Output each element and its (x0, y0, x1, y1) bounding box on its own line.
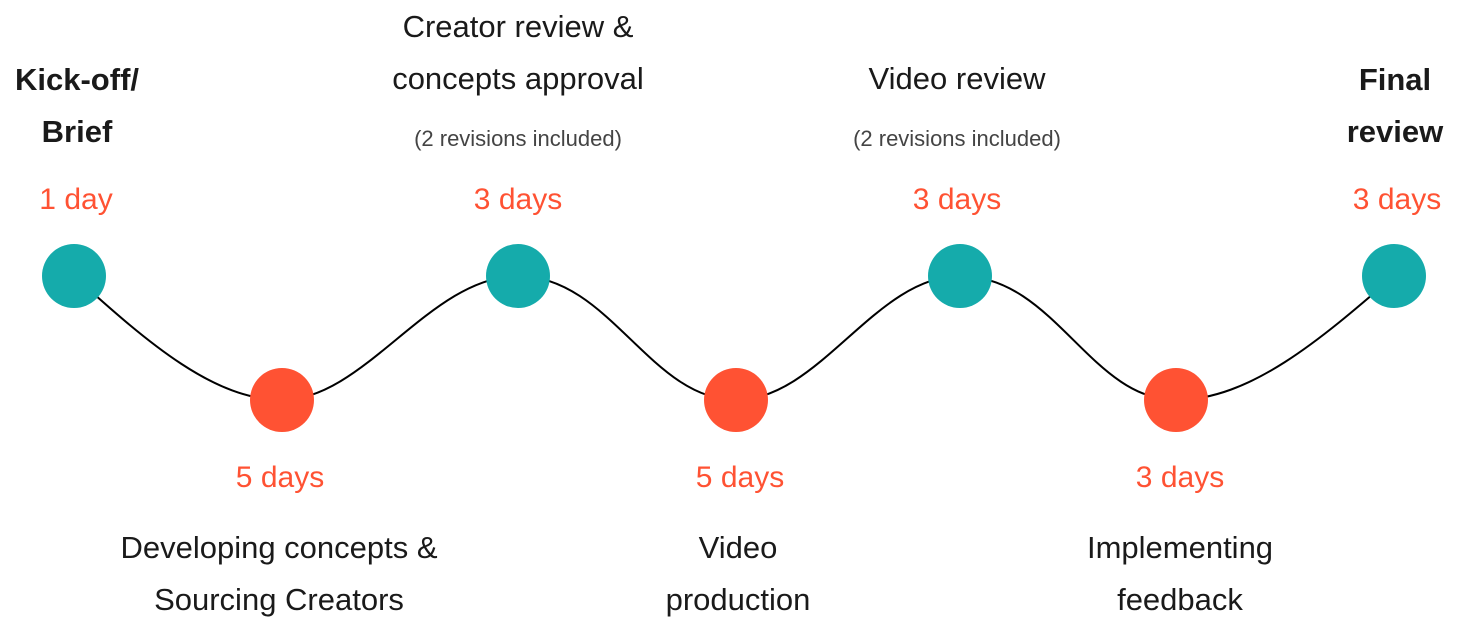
stage-title: Final review (1347, 54, 1444, 158)
stage-node-1 (42, 244, 106, 308)
stage-duration: 5 days (235, 461, 325, 494)
stage-title-line: Kick-off/ (15, 62, 139, 97)
stage-title: Video review (869, 53, 1046, 105)
stage-node-6 (1144, 368, 1208, 432)
stage-title-line: feedback (1117, 582, 1243, 617)
stage-title-line: Sourcing Creators (154, 582, 404, 617)
stage-duration: 3 days (473, 183, 563, 216)
stage-title-line: Brief (41, 114, 113, 149)
stage-node-5 (928, 244, 992, 308)
stage-note: (2 revisions included) (853, 126, 1061, 151)
stage-duration: 1 day (39, 183, 113, 216)
stage-title-line: Creator review & (402, 9, 634, 44)
stage-title-line: Video review (868, 61, 1046, 96)
stage-title: Creator review & concepts approval (392, 1, 644, 105)
stage-title-line: Video (698, 530, 778, 565)
stage-duration: 5 days (695, 461, 785, 494)
stage-note: (2 revisions included) (414, 126, 622, 151)
stage-duration: 3 days (1352, 183, 1442, 216)
stage-title-line: review (1346, 114, 1444, 149)
stage-node-2 (250, 368, 314, 432)
stage-duration: 3 days (912, 183, 1002, 216)
stage-title-line: Developing concepts & (120, 530, 438, 565)
stage-node-4 (704, 368, 768, 432)
stage-node-3 (486, 244, 550, 308)
stage-title-line: Implementing (1086, 530, 1274, 565)
stage-title: Kick-off/ Brief (15, 54, 139, 158)
stage-title-line: concepts approval (392, 61, 644, 96)
stage-title: Video production (666, 522, 811, 624)
stage-duration: 3 days (1135, 461, 1225, 494)
stage-title-line: production (665, 582, 811, 617)
stage-title: Developing concepts & Sourcing Creators (120, 522, 437, 624)
stage-title-line: Final (1358, 62, 1432, 97)
stage-title: Implementing feedback (1087, 522, 1273, 624)
stage-node-7 (1362, 244, 1426, 308)
